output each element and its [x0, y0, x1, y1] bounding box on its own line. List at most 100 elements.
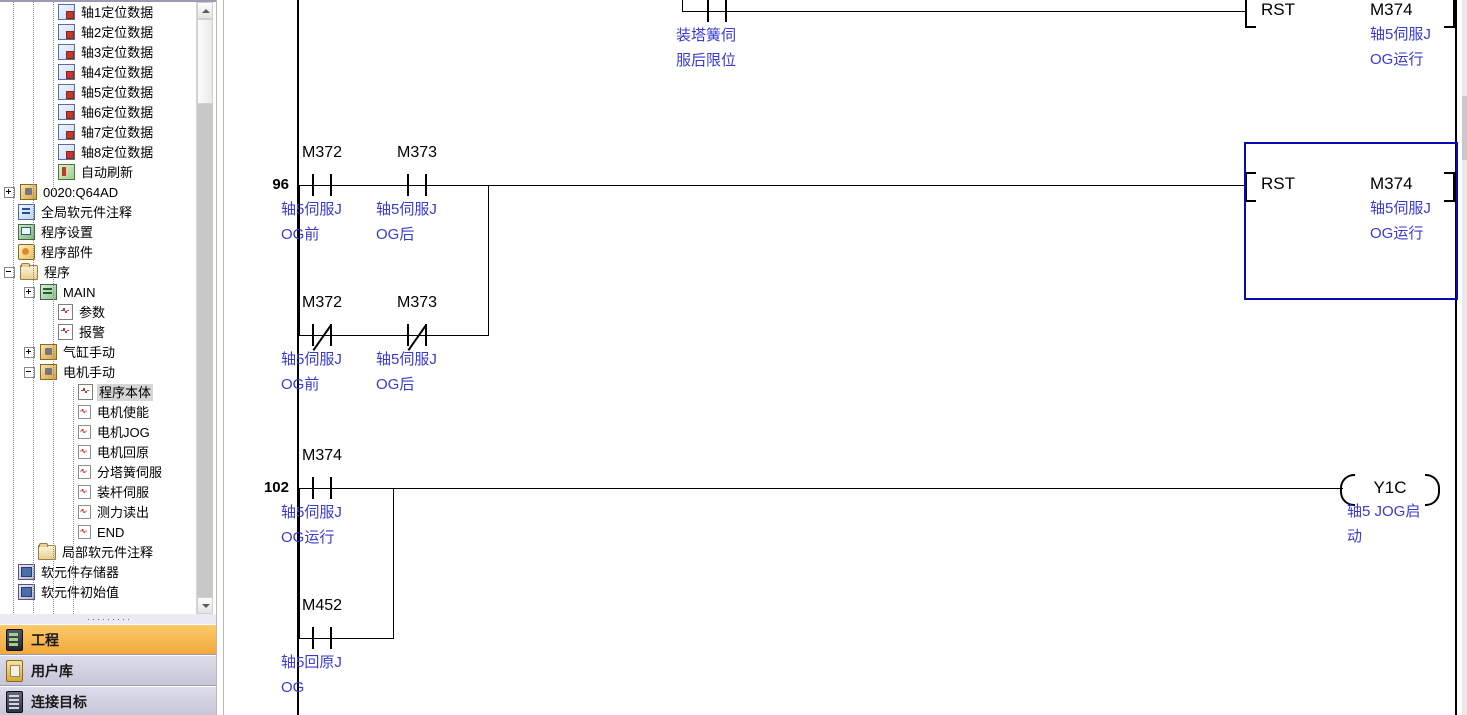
tree-item-22[interactable]: 电机回原 — [0, 442, 196, 462]
positioning-data-icon — [58, 64, 75, 80]
scroll-down-button[interactable] — [197, 597, 213, 614]
tree-item-10[interactable]: 全局软元件注释 — [0, 202, 196, 222]
instruction-operand-comment: 轴5伺服J — [1370, 26, 1431, 43]
tree-item-28[interactable]: 软元件存储器 — [0, 562, 196, 582]
ladder-diagram-editor[interactable]: X69装塔簧伺服后限位RSTM374轴5伺服JOG运行96M372轴5伺服JOG… — [225, 0, 1467, 715]
folder-icon — [20, 262, 38, 280]
nav-tab-2[interactable]: 连接目标 — [0, 686, 216, 715]
tree-item-1[interactable]: 轴2定位数据 — [0, 22, 196, 42]
expand-icon[interactable] — [24, 346, 35, 358]
nav-tab-label: 工程 — [31, 631, 59, 648]
tree-item-20[interactable]: 电机使能 — [0, 402, 196, 422]
nav-tab-0[interactable]: 工程 — [0, 624, 216, 655]
folder-icon — [38, 542, 56, 560]
contact-normally-open[interactable] — [400, 174, 434, 196]
instruction-operand: M374 — [1370, 174, 1413, 193]
tree-item-5[interactable]: 轴6定位数据 — [0, 102, 196, 122]
tree-item-19[interactable]: 程序本体 — [0, 382, 196, 402]
panel-splitter[interactable] — [0, 614, 216, 624]
program-icon — [58, 304, 73, 320]
user-library-icon — [6, 659, 23, 682]
tree-item-2[interactable]: 轴3定位数据 — [0, 42, 196, 62]
ladder-scrollbar-thumb[interactable] — [1462, 96, 1467, 160]
rung-horizontal-line — [299, 488, 1343, 489]
project-tree-scrollbar[interactable] — [196, 2, 213, 614]
tree-item-label: 轴3定位数据 — [81, 44, 154, 60]
expand-icon[interactable] — [4, 186, 15, 198]
program-icon — [78, 384, 93, 400]
program-icon — [58, 324, 73, 340]
contact-device-comment: 轴5伺服J — [281, 201, 342, 218]
tree-item-4[interactable]: 轴5定位数据 — [0, 82, 196, 102]
contact-device-name: M372 — [301, 144, 343, 161]
contact-normally-open[interactable] — [305, 477, 339, 499]
tree-item-9[interactable]: 0020:Q64AD — [0, 182, 196, 202]
scrollbar-thumb[interactable] — [197, 19, 213, 104]
tree-indent-spacer — [64, 508, 73, 517]
tree-item-25[interactable]: 测力读出 — [0, 502, 196, 522]
tree-item-24[interactable]: 装杆伺服 — [0, 482, 196, 502]
tree-item-15[interactable]: 参数 — [0, 302, 196, 322]
contact-device-comment: OG运行 — [281, 529, 335, 546]
tree-item-7[interactable]: 轴8定位数据 — [0, 142, 196, 162]
instruction-operand-comment: OG运行 — [1370, 225, 1424, 242]
tree-indent-spacer — [24, 548, 33, 557]
tree-item-16[interactable]: 报警 — [0, 322, 196, 342]
contact-device-comment: OG前 — [281, 376, 320, 393]
tree-item-27[interactable]: 局部软元件注释 — [0, 542, 196, 562]
tree-indent-spacer — [44, 108, 53, 117]
tree-indent-spacer — [44, 88, 53, 97]
collapse-icon[interactable] — [4, 266, 15, 278]
collapse-icon[interactable] — [24, 366, 35, 378]
tree-item-label: 软元件初始值 — [41, 584, 120, 600]
tree-item-23[interactable]: 分塔簧伺服 — [0, 462, 196, 482]
program-small-icon — [78, 525, 91, 539]
contact-device-name: M372 — [301, 294, 343, 311]
contact-device-comment: 轴5伺服J — [376, 351, 437, 368]
tree-item-29[interactable]: 软元件初始值 — [0, 582, 196, 602]
tree-indent-spacer — [64, 388, 73, 397]
contact-normally-closed[interactable] — [305, 324, 339, 351]
output-coil[interactable]: Y1C — [1340, 474, 1440, 506]
tree-item-3[interactable]: 轴4定位数据 — [0, 62, 196, 82]
connection-target-icon — [6, 690, 23, 713]
project-tree[interactable]: 轴1定位数据轴2定位数据轴3定位数据轴4定位数据轴5定位数据轴6定位数据轴7定位… — [0, 2, 196, 614]
tree-item-14[interactable]: MAIN — [0, 282, 196, 302]
scrollbar-track[interactable] — [197, 104, 213, 597]
tree-item-11[interactable]: 程序设置 — [0, 222, 196, 242]
ladder-canvas[interactable]: X69装塔簧伺服后限位RSTM374轴5伺服JOG运行96M372轴5伺服JOG… — [225, 0, 1467, 715]
scroll-up-button[interactable] — [197, 2, 213, 19]
tree-item-13[interactable]: 程序 — [0, 262, 196, 282]
tree-indent-spacer — [44, 128, 53, 137]
contact-normally-closed[interactable] — [400, 324, 434, 351]
tree-item-label: 全局软元件注释 — [41, 204, 133, 220]
expand-icon[interactable] — [24, 286, 35, 298]
tree-item-0[interactable]: 轴1定位数据 — [0, 2, 196, 22]
tree-item-21[interactable]: 电机JOG — [0, 422, 196, 442]
chevron-down-icon — [202, 604, 210, 608]
branch-left-vertical — [299, 185, 300, 335]
tree-item-6[interactable]: 轴7定位数据 — [0, 122, 196, 142]
tree-item-label: 轴6定位数据 — [81, 104, 154, 120]
tree-item-12[interactable]: 程序部件 — [0, 242, 196, 262]
contact-normally-open[interactable] — [700, 0, 734, 22]
contact-device-comment: OG前 — [281, 226, 320, 243]
tree-item-26[interactable]: END — [0, 522, 196, 542]
contact-normally-open[interactable] — [305, 627, 339, 649]
tree-item-18[interactable]: 电机手动 — [0, 362, 196, 382]
tree-item-label: 气缸手动 — [63, 344, 116, 360]
tree-item-17[interactable]: 气缸手动 — [0, 342, 196, 362]
chevron-up-icon — [202, 9, 210, 13]
positioning-data-icon — [58, 44, 75, 60]
project-navigation-panel: 轴1定位数据轴2定位数据轴3定位数据轴4定位数据轴5定位数据轴6定位数据轴7定位… — [0, 0, 216, 715]
contact-normally-open[interactable] — [305, 174, 339, 196]
tree-indent-spacer — [44, 68, 53, 77]
nav-tab-1[interactable]: 用户库 — [0, 655, 216, 686]
tree-indent-spacer — [4, 208, 13, 217]
instruction-bracket-left — [1245, 172, 1256, 202]
tree-indent-spacer — [64, 428, 73, 437]
ladder-vertical-scrollbar[interactable] — [1462, 0, 1467, 715]
tree-item-8[interactable]: 自动刷新 — [0, 162, 196, 182]
